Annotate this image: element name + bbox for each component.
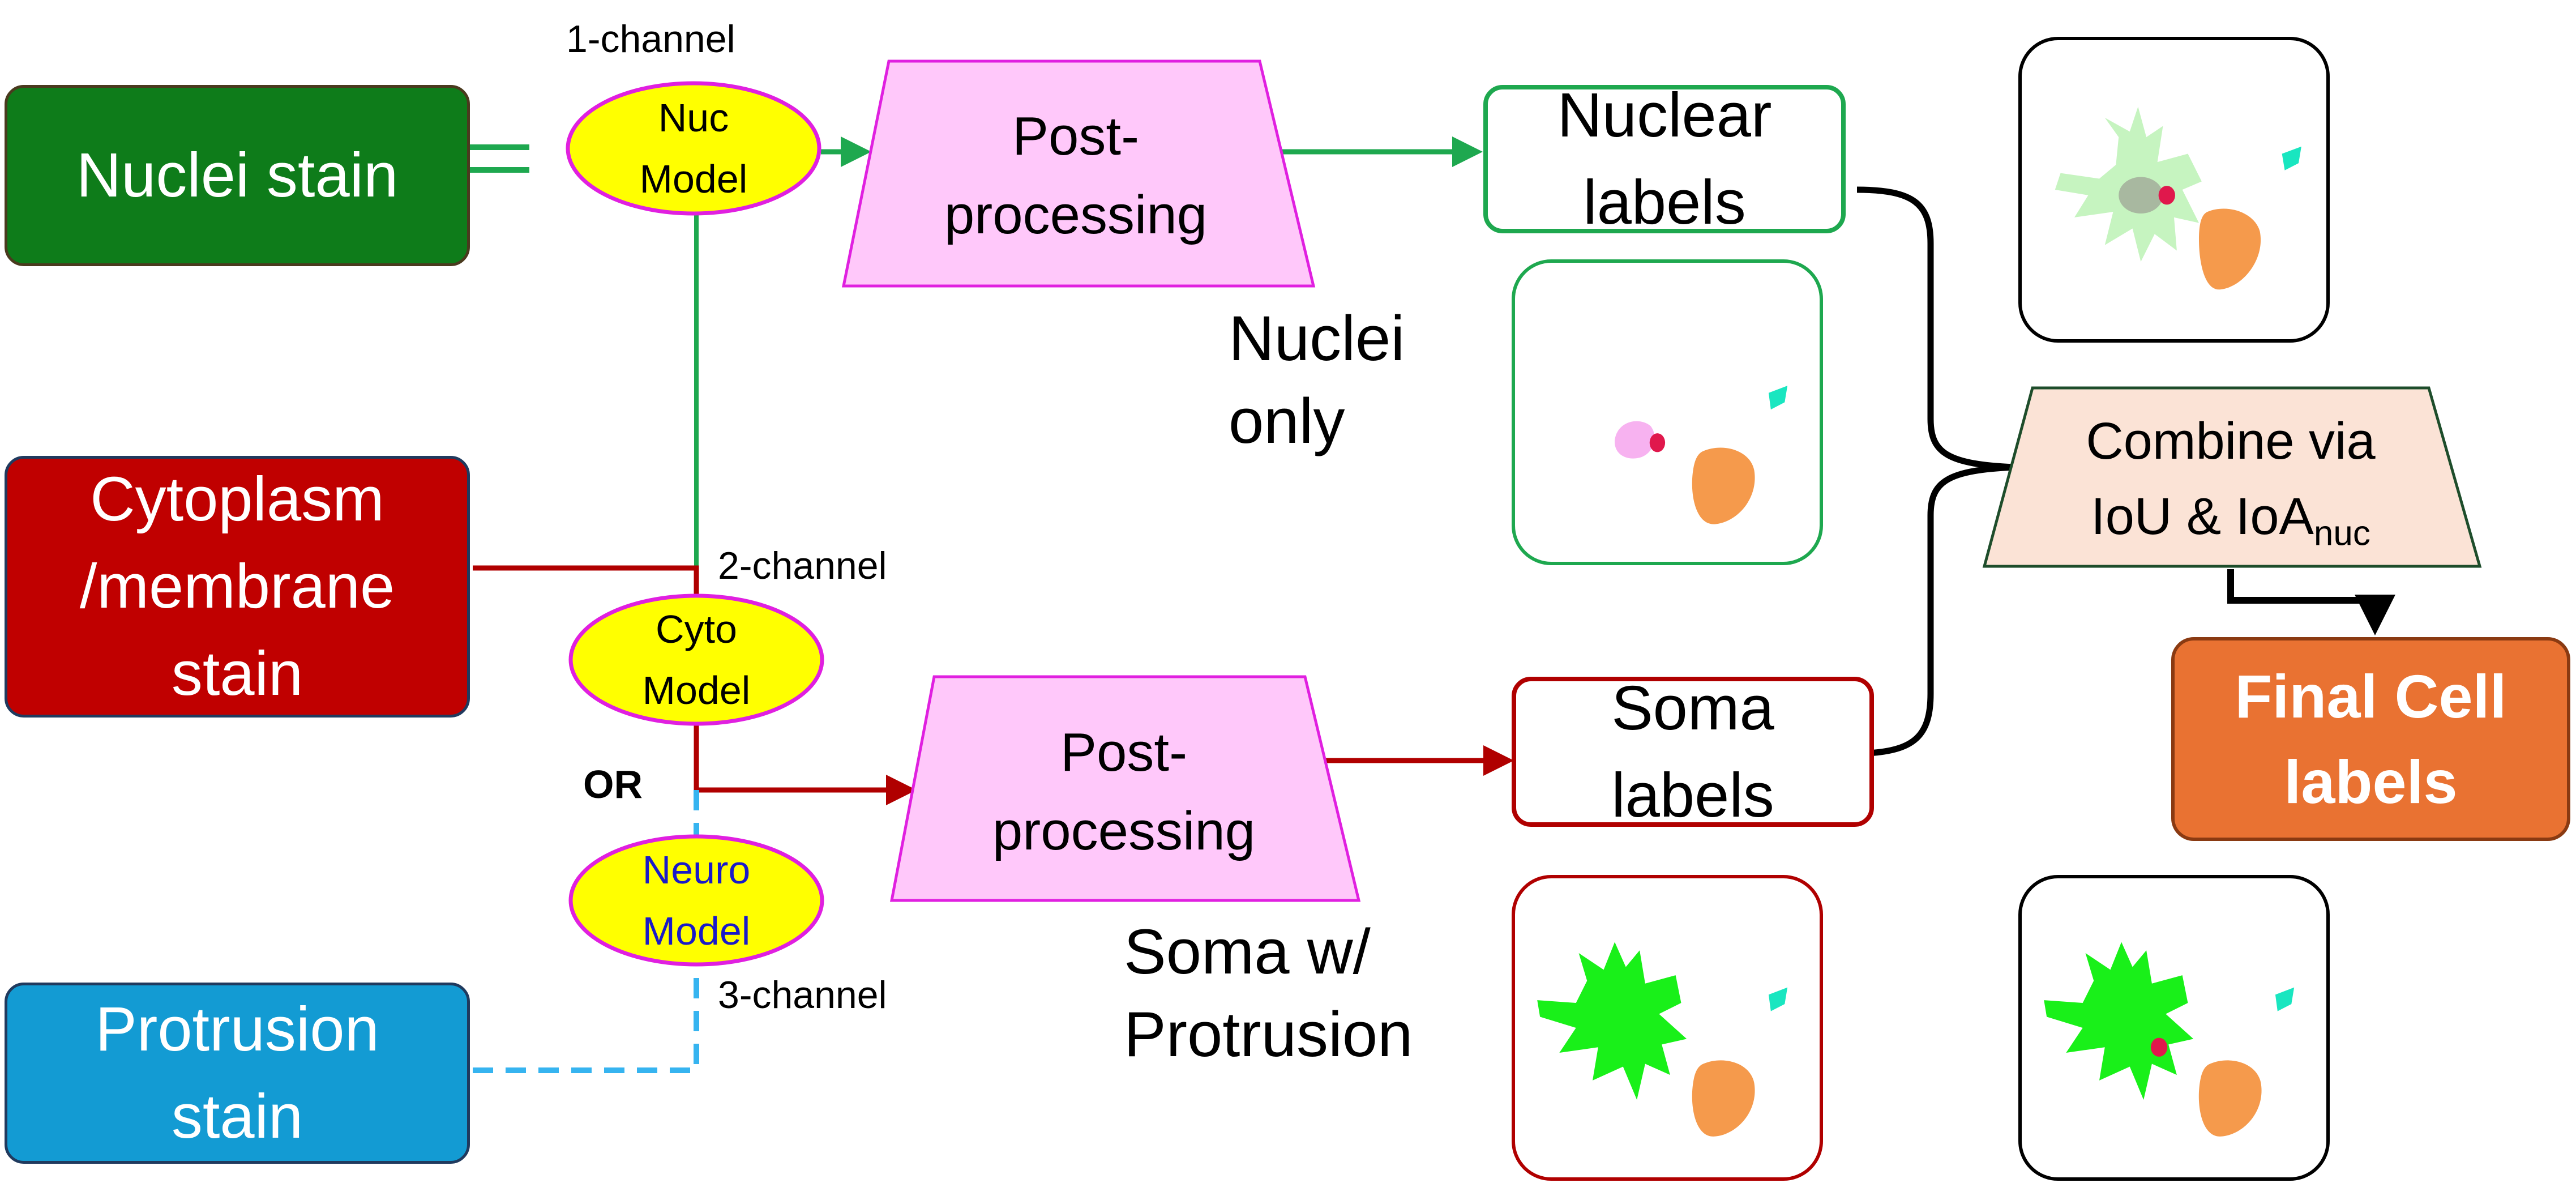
soma-protrusion-thumbnail: [1512, 875, 1823, 1181]
nuc-model-line-1: Nuc: [658, 95, 729, 140]
combine-label: Combine via IoU & IoAnuc: [2016, 405, 2446, 558]
cyto-stain-box: Cytoplasm /membrane stain: [5, 456, 470, 718]
combine-brace: [1856, 186, 2016, 757]
final-top-thumbnail: [2018, 37, 2330, 343]
neuro-model-line-2: Model: [642, 909, 751, 953]
postprocessing-bottom-shape: [889, 675, 1361, 902]
nuclei-stain-box: Nuclei stain: [5, 85, 470, 266]
final-bottom-cell-green: [2044, 942, 2194, 1100]
final-bottom-thumbnail-image: [2044, 942, 2295, 1137]
cyto-model-line-2: Model: [642, 668, 751, 712]
soma-labels-line-1: Soma: [1611, 673, 1774, 743]
nuclei-stain-label: Nuclei stain: [76, 140, 399, 210]
final-top-cell-teal: [2282, 146, 2301, 170]
nuc-model-line-2: Model: [639, 157, 748, 201]
soma-protrusion-line-2: Protrusion: [1124, 998, 1413, 1070]
final-cell-line-2: labels: [2284, 748, 2458, 816]
cyto-stain-line-3: stain: [171, 639, 303, 708]
final-top-cell-nucleus: [2158, 186, 2175, 205]
nuclear-labels-line-1: Nuclear: [1557, 80, 1772, 150]
final-bottom-cell-teal: [2275, 987, 2295, 1011]
soma-protrusion-line-1: Soma w/: [1124, 916, 1371, 987]
postprocessing-top-line-2: processing: [944, 185, 1208, 245]
or-label: OR: [583, 762, 643, 806]
soma-protrusion-cell-orange: [1692, 1060, 1755, 1137]
cyto-to-model-line: [473, 565, 699, 595]
soma-labels-line-2: labels: [1611, 760, 1774, 830]
soma-protrusion-cell-teal: [1768, 987, 1788, 1011]
cyto-stain-line-1: Cytoplasm: [90, 464, 384, 534]
nuclei-only-thumbnail: [1512, 259, 1823, 565]
nuclear-labels-line-2: labels: [1583, 168, 1746, 237]
postprocessing-bottom-line-1: Post-: [1060, 721, 1188, 783]
two-channel-label: 2-channel: [718, 544, 887, 587]
nuclei-only-line-1: Nuclei: [1229, 303, 1405, 374]
final-bottom-thumbnail: [2018, 875, 2330, 1181]
neuro-model-ellipse: [568, 834, 824, 967]
protrusion-stain-line-1: Protrusion: [95, 994, 379, 1064]
nuclei-only-cell-red: [1649, 433, 1666, 452]
neuro-model-label: Neuro Model: [571, 836, 822, 964]
combine-line-2: IoU & IoAnuc: [2091, 479, 2370, 559]
postprocessing-top-label: Post- processing: [883, 85, 1268, 266]
nuclei-only-caption: Nuclei only: [1229, 297, 1405, 462]
combine-line-2-prefix: IoU & IoA: [2091, 488, 2314, 546]
combine-shape: [1982, 386, 2482, 568]
nuclei-only-line-2: only: [1229, 385, 1345, 456]
three-channel-label: 3-channel: [718, 973, 887, 1017]
soma-protrusion-thumbnail-image: [1537, 942, 1788, 1137]
nuclear-labels-box: Nuclear labels: [1483, 80, 1846, 237]
nuclei-only-thumbnail-image: [1614, 386, 1788, 524]
final-bottom-cell-orange: [2198, 1060, 2262, 1137]
nuc-model-ellipse: [566, 81, 821, 216]
final-top-thumbnail-image: [2055, 106, 2301, 290]
nuclei-only-cell-orange: [1692, 447, 1755, 524]
cyto-model-label: Cyto Model: [571, 596, 822, 724]
protrusion-stain-line-2: stain: [171, 1082, 303, 1151]
postprocessing-bottom-label: Post- processing: [931, 701, 1316, 882]
one-channel-label: 1-channel: [566, 18, 735, 61]
combine-to-final-arrow: [2227, 569, 2395, 635]
cyto-model-ellipse: [568, 593, 824, 726]
cytomodel-to-post-arrow: [694, 719, 917, 805]
soma-protrusion-caption: Soma w/ Protrusion: [1124, 911, 1413, 1075]
protrusion-stain-box: Protrusion stain: [5, 983, 470, 1164]
combine-line-1: Combine via: [2086, 412, 2376, 470]
final-top-cell-soma: [2119, 177, 2163, 214]
cyto-model-line-1: Cyto: [656, 607, 737, 651]
postprocessing-top-line-1: Post-: [1012, 105, 1140, 166]
final-bottom-cell-nucleus: [2150, 1037, 2168, 1057]
final-top-cell-orange: [2199, 208, 2261, 290]
neuro-model-line-1: Neuro: [642, 847, 751, 892]
nuc-model-label: Nuc Model: [568, 83, 819, 213]
soma-protrusion-cell-green: [1537, 942, 1687, 1100]
postprocessing-top-shape: [841, 59, 1316, 288]
nuclei-only-cell-teal: [1768, 386, 1788, 410]
final-cell-line-1: Final Cell: [2235, 661, 2507, 731]
cyto-stain-line-2: /membrane: [79, 552, 395, 621]
combine-line-2-sub: nuc: [2313, 514, 2370, 553]
postprocessing-bottom-line-2: processing: [992, 801, 1256, 861]
nuclei-only-cell-pink: [1614, 421, 1655, 459]
protrusion-to-neuro-line: [473, 943, 699, 1073]
final-cell-labels-box: Final Cell labels: [2171, 637, 2570, 841]
soma-labels-box: Soma labels: [1512, 673, 1874, 830]
